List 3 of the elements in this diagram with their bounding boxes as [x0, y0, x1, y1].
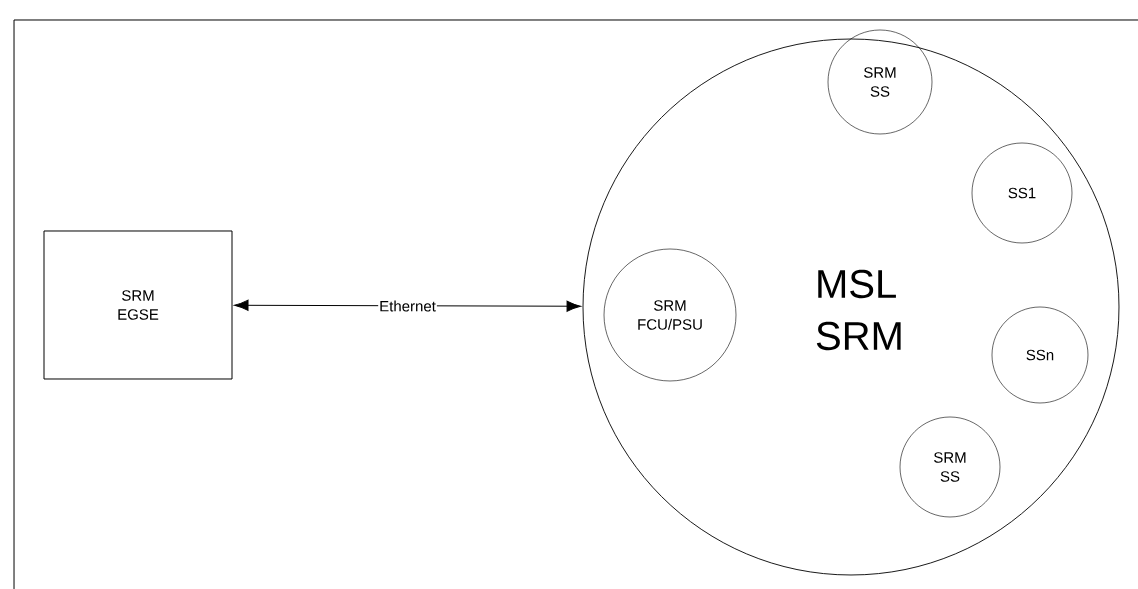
box: SRM EGSE [43, 230, 233, 380]
edge-label: Ethernet [378, 299, 437, 313]
arrow [234, 299, 581, 312]
